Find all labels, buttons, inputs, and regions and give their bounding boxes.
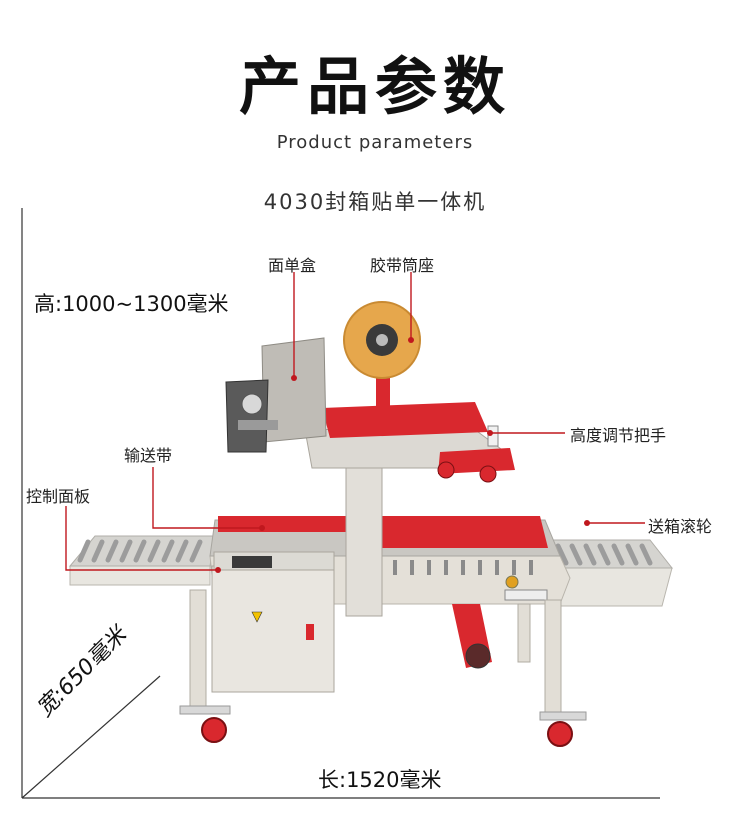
dimension-length: 长:1520毫米 bbox=[318, 768, 442, 792]
callout-label-box: 面单盒 bbox=[268, 256, 317, 275]
dimension-height: 高:1000~1300毫米 bbox=[34, 292, 229, 316]
electrical-cabinet bbox=[211, 551, 335, 693]
machine-legs bbox=[179, 589, 587, 747]
callout-height-handle: 高度调节把手 bbox=[570, 426, 667, 445]
callout-control-panel: 控制面板 bbox=[26, 487, 91, 506]
page-title: 产品参数 bbox=[238, 50, 511, 123]
right-roller-conveyor bbox=[547, 539, 674, 607]
tape-holder bbox=[343, 301, 421, 422]
page-subtitle: Product parameters bbox=[276, 132, 474, 153]
width-guide-line bbox=[21, 675, 161, 799]
callout-line-conveyor-belt bbox=[152, 467, 262, 529]
callout-conveyor-belt: 输送带 bbox=[124, 446, 173, 465]
height-column bbox=[345, 451, 383, 617]
callout-lines bbox=[65, 272, 645, 571]
callout-line-control-panel bbox=[65, 506, 218, 571]
left-roller-conveyor bbox=[68, 535, 216, 586]
callout-tape-holder: 胶带筒座 bbox=[370, 256, 435, 275]
upper-taping-head bbox=[304, 402, 515, 483]
callout-dots bbox=[215, 337, 590, 573]
model-name: 4030封箱贴单一体机 bbox=[263, 190, 487, 214]
label-box bbox=[225, 337, 327, 453]
callout-feed-rollers: 送箱滚轮 bbox=[648, 517, 713, 536]
